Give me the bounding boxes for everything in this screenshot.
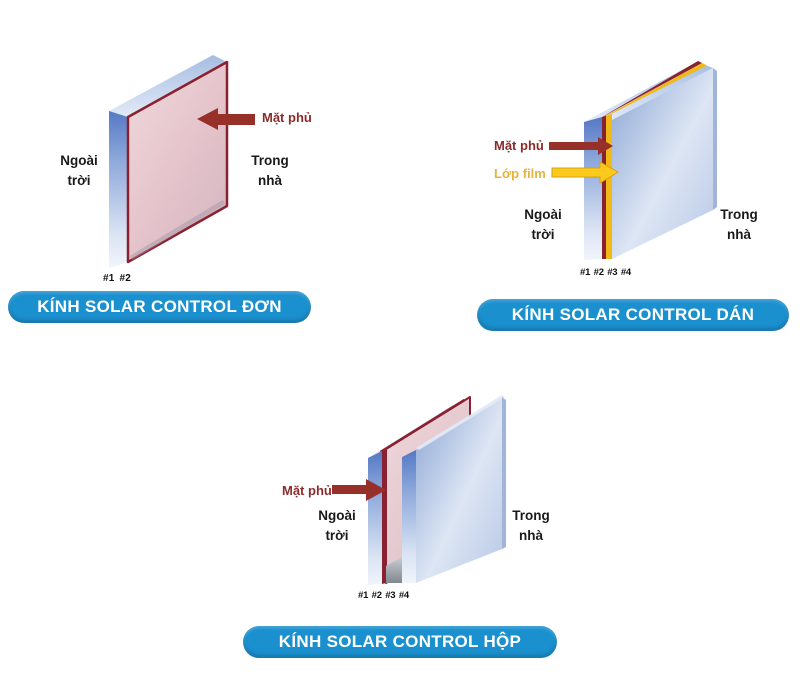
coating-arrow-left-icon [197, 108, 255, 130]
surface-numbers: #1 #2 #3 #4 [580, 267, 631, 278]
glass-face [612, 68, 713, 259]
coating-layer-edge [382, 449, 386, 584]
spacer-bar [386, 557, 402, 583]
glass-right-sliver [713, 68, 717, 210]
inside-label: Trong nhà [720, 207, 758, 242]
outside-label: Ngoài trời [318, 508, 356, 543]
inner-pane-edge-surface [402, 450, 416, 583]
film-label: Lớp film [494, 166, 546, 181]
laminated-glass-figure [549, 61, 717, 260]
coating-label: Mặt phủ [262, 110, 312, 125]
inside-label: Trong nhà [251, 153, 289, 188]
film-arrow-right-icon [551, 161, 619, 184]
glass-edge-surface [584, 117, 602, 260]
coating-arrow-right-icon [549, 137, 613, 155]
outer-pane-edge-surface [368, 451, 382, 585]
surface-numbers: #1 #2 #3 #4 [358, 590, 409, 601]
coating-top-line [379, 398, 466, 454]
inner-pane-right-sliver [502, 397, 506, 549]
insulated-glass-figure [332, 395, 506, 585]
coating-label: Mặt phủ [282, 483, 332, 498]
caption-banner-insulated: KÍNH SOLAR CONTROL HỘP [243, 626, 557, 658]
coating-arrow-right-icon [332, 479, 386, 501]
inside-label: Trong nhà [512, 508, 550, 543]
film-layer-edge [606, 114, 612, 259]
coating-label: Mặt phủ [494, 138, 544, 153]
coating-layer-top [602, 61, 702, 117]
caption-banner-single: KÍNH SOLAR CONTROL ĐƠN [8, 291, 311, 323]
glass-edge-surface [109, 111, 128, 268]
coating-layer-edge [602, 115, 606, 259]
face-bottom-bevel [129, 199, 226, 261]
outside-label: Ngoài trời [60, 153, 98, 188]
inner-pane-top-highlight [416, 395, 505, 450]
surface-numbers: #1 #2 [103, 273, 132, 284]
caption-banner-laminated: KÍNH SOLAR CONTROL DÁN [477, 299, 789, 331]
inner-pane-face [416, 397, 502, 583]
outside-label: Ngoài trời [524, 207, 562, 242]
coated-glass-face [126, 60, 229, 264]
single-glass-figure [109, 55, 255, 268]
glass-top-surface [109, 55, 227, 117]
film-layer-top [606, 63, 707, 116]
